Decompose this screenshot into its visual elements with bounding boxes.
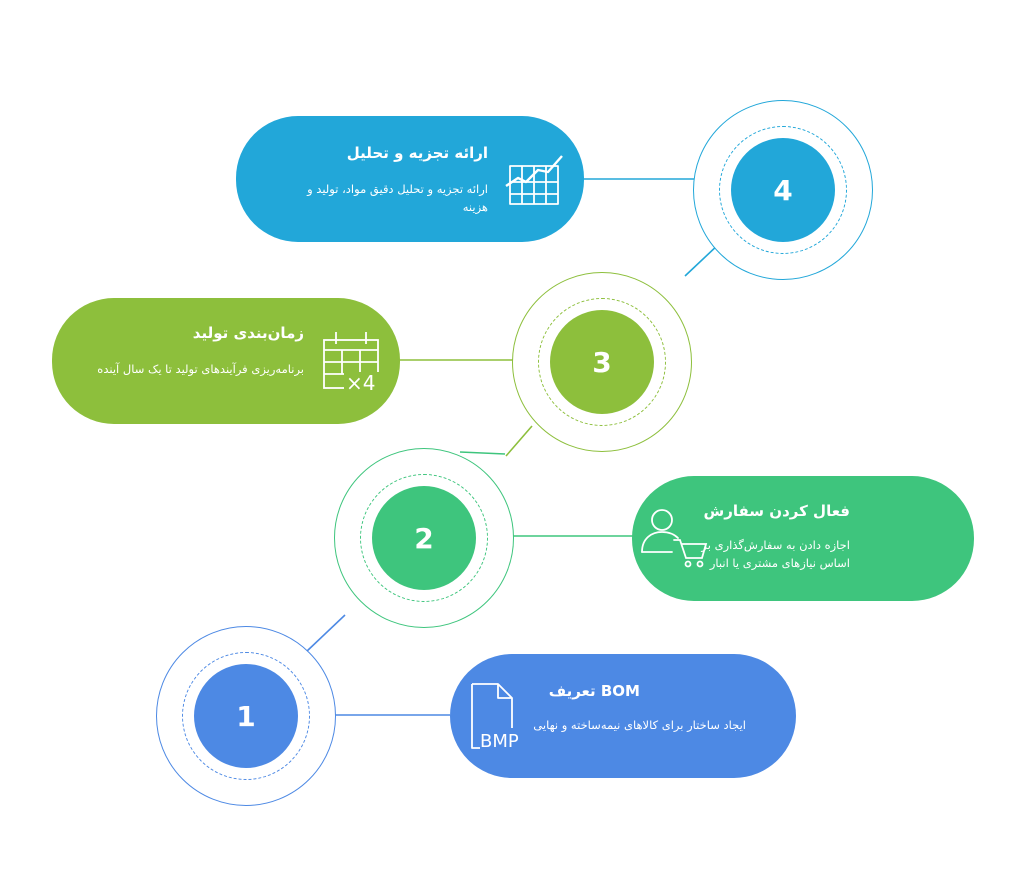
step-3-dashed-ring bbox=[538, 298, 666, 426]
step-4-dashed-ring bbox=[719, 126, 847, 254]
step-3-title: زمان‌بندی تولید bbox=[192, 324, 304, 342]
bmp-file-icon: BMP bbox=[464, 680, 536, 752]
step-4-card: ارائه تجزیه و تحلیل ارائه تجزیه و تحلیل … bbox=[236, 116, 584, 242]
bmp-icon-text: BMP bbox=[480, 731, 519, 752]
calendar-grid-icon: ×4 bbox=[320, 328, 386, 394]
step-4-ring: 4 bbox=[693, 100, 873, 280]
step-2-title: فعال کردن سفارش bbox=[703, 502, 850, 520]
user-cart-icon bbox=[640, 506, 708, 570]
step-3-ring: 3 bbox=[512, 272, 692, 452]
step-1-number: 1 bbox=[194, 664, 298, 768]
step-1-ring: 1 bbox=[156, 626, 336, 806]
step-2-card: فعال کردن سفارش اجازه دادن به سفارش‌گذار… bbox=[632, 476, 974, 601]
step-4-title: ارائه تجزیه و تحلیل bbox=[346, 144, 488, 162]
step-2-dashed-ring bbox=[360, 474, 488, 602]
step-2-description: اجازه دادن به سفارش‌گذاری بر اساس نیازها… bbox=[701, 538, 850, 570]
step-3-description: برنامه‌ریزی فرآیندهای تولید تا یک سال آی… bbox=[97, 362, 304, 376]
step-3-card: ×4 زمان‌بندی تولید برنامه‌ریزی فرآیندهای… bbox=[52, 298, 400, 424]
line-chart-icon bbox=[504, 152, 564, 208]
step-4-number: 4 bbox=[731, 138, 835, 242]
step-1-title: BOM تعریف bbox=[548, 682, 640, 700]
step-1-description: ایجاد ساختار برای کالاهای نیمه‌ساخته و ن… bbox=[533, 718, 746, 732]
step-2-number: 2 bbox=[372, 486, 476, 590]
step-1-card: BMP BOM تعریف ایجاد ساختار برای کالاهای … bbox=[450, 654, 796, 778]
calendar-icon-text: ×4 bbox=[346, 371, 375, 394]
step-1-dashed-ring bbox=[182, 652, 310, 780]
step-2-ring: 2 bbox=[334, 448, 514, 628]
step-3-number: 3 bbox=[550, 310, 654, 414]
step-4-description: ارائه تجزیه و تحلیل دقیق مواد، تولید و ه… bbox=[307, 182, 488, 214]
